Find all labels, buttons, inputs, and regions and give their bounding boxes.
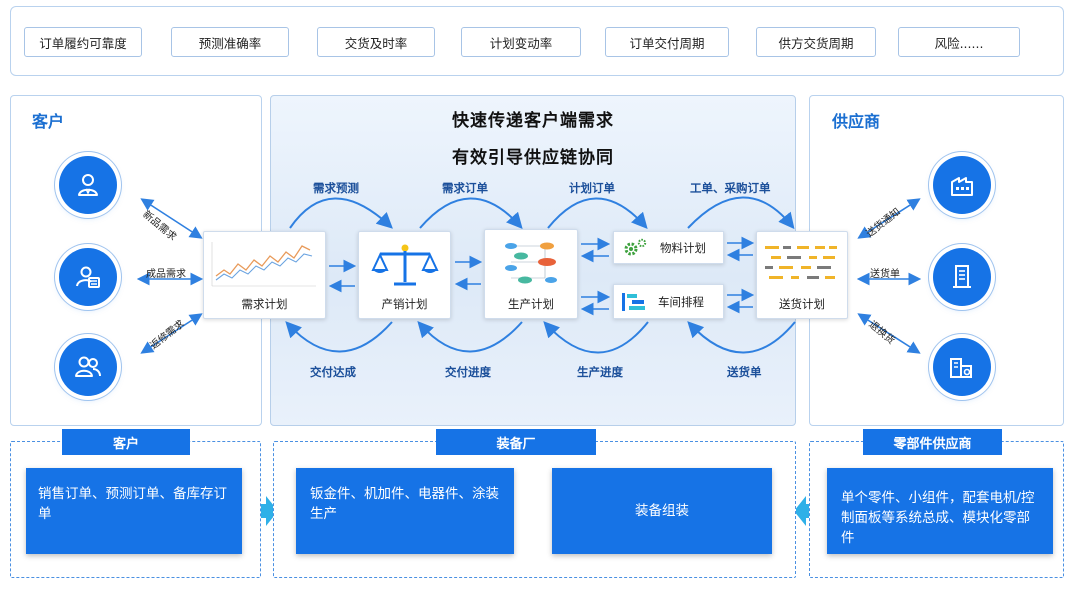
- metric-order-cycle: 订单交付周期: [605, 27, 729, 57]
- metric-on-time-delivery: 交货及时率: [317, 27, 435, 57]
- trend-chart-icon: [211, 242, 316, 287]
- sales-ops-plan-label: 产销计划: [381, 297, 428, 311]
- supplier-factory-icon: [933, 156, 991, 214]
- metric-plan-change-rate: 计划变动率: [461, 27, 581, 57]
- delivery-plan-card: 送货计划: [756, 231, 848, 319]
- supplier-panel-title: 供应商: [832, 112, 881, 131]
- customer-card-icon: [59, 248, 117, 306]
- flow-label-demand-order: 需求订单: [442, 181, 488, 195]
- factory-parts-box: 钣金件、机加件、电器件、涂装生产: [296, 468, 514, 554]
- flow-label-delivery-progress: 交付进度: [445, 365, 491, 379]
- flow-label-delivery-achieved: 交付达成: [310, 365, 356, 379]
- supplier-building-icon: [933, 248, 991, 306]
- center-title-line1: 快速传递客户端需求: [452, 111, 614, 131]
- shop-schedule-label: 车间排程: [658, 294, 704, 309]
- demand-plan-label: 需求计划: [241, 297, 288, 311]
- link-label-finished-goods-demand: 成品需求: [146, 269, 186, 280]
- customer-group-icon: [59, 338, 117, 396]
- material-plan-label: 物料计划: [660, 240, 706, 255]
- bottom-supplier-tab: 零部件供应商: [863, 429, 1002, 455]
- gantt-icon: [622, 292, 645, 311]
- flow-label-work-purchase-order: 工单、采购订单: [690, 181, 771, 195]
- sales-ops-plan-card: 产销计划: [358, 231, 451, 319]
- supplier-parts-box: 单个零件、小组件，配套电机/控制面板等系统总成、模块化零部件: [827, 468, 1053, 554]
- flow-label-production-progress: 生产进度: [577, 365, 623, 379]
- customer-person-icon: [59, 156, 117, 214]
- link-label-delivery-slip: 送货单: [870, 269, 900, 280]
- demand-plan-card: 需求计划: [203, 231, 326, 319]
- flow-label-plan-order: 计划订单: [569, 181, 615, 195]
- metric-order-fulfillment: 订单履约可靠度: [24, 27, 142, 57]
- customer-panel-title: 客户: [32, 112, 65, 131]
- shop-schedule-card: 车间排程: [613, 284, 724, 319]
- bottom-factory-tab: 装备厂: [436, 429, 596, 455]
- production-plan-label: 生产计划: [508, 297, 554, 311]
- customer-orders-box: 销售订单、预测订单、备库存订单: [26, 468, 242, 554]
- supplier-warehouse-gear-icon: [933, 338, 991, 396]
- metric-risk: 风险......: [898, 27, 1020, 57]
- balance-scale-icon: [371, 244, 439, 286]
- flow-label-delivery-note: 送货单: [727, 365, 762, 379]
- center-title-line2: 有效引导供应链协同: [452, 148, 614, 168]
- material-plan-card: 物料计划: [613, 231, 724, 264]
- metric-supplier-cycle: 供方交货周期: [756, 27, 876, 57]
- customer-panel: [10, 95, 262, 426]
- metrics-bar: 订单履约可靠度 预测准确率 交货及时率 计划变动率 订单交付周期 供方交货周期 …: [10, 6, 1064, 76]
- process-flow-icon: [505, 242, 557, 284]
- gear-icon: [624, 238, 647, 255]
- delivery-schedule-icon: [765, 246, 837, 279]
- bottom-customer-tab: 客户: [62, 429, 190, 455]
- flow-label-demand-forecast: 需求预测: [313, 181, 359, 195]
- factory-assembly-box: 装备组装: [552, 468, 772, 554]
- production-plan-card: 生产计划: [484, 229, 578, 319]
- delivery-plan-label: 送货计划: [779, 297, 825, 311]
- metric-forecast-accuracy: 预测准确率: [171, 27, 289, 57]
